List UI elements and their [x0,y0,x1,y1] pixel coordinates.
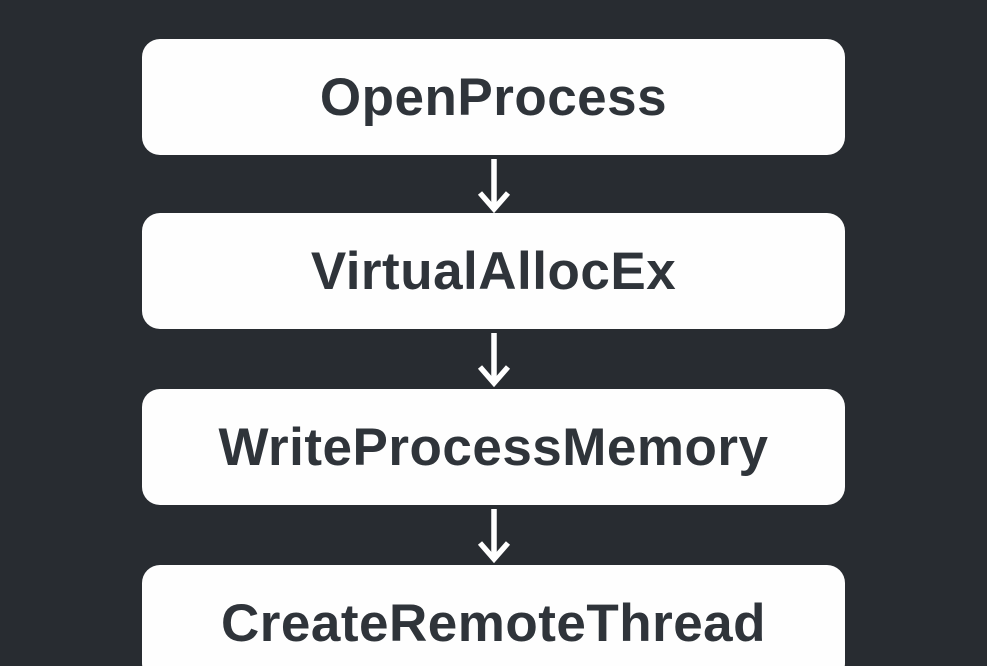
arrow-down-icon [473,507,515,563]
flow-node-label: OpenProcess [319,67,668,127]
flow-node-openprocess: OpenProcess [142,39,845,155]
flow-node-label: VirtualAllocEx [310,241,677,301]
flow-node-virtualallocex: VirtualAllocEx [142,213,845,329]
flow-node-label: WriteProcessMemory [218,417,769,477]
arrow-down-icon [473,331,515,387]
arrow-down-icon [473,157,515,213]
flow-node-writeprocessmemory: WriteProcessMemory [142,389,845,505]
flow-node-createremotethread: CreateRemoteThread [142,565,845,666]
flow-node-label: CreateRemoteThread [220,593,767,653]
